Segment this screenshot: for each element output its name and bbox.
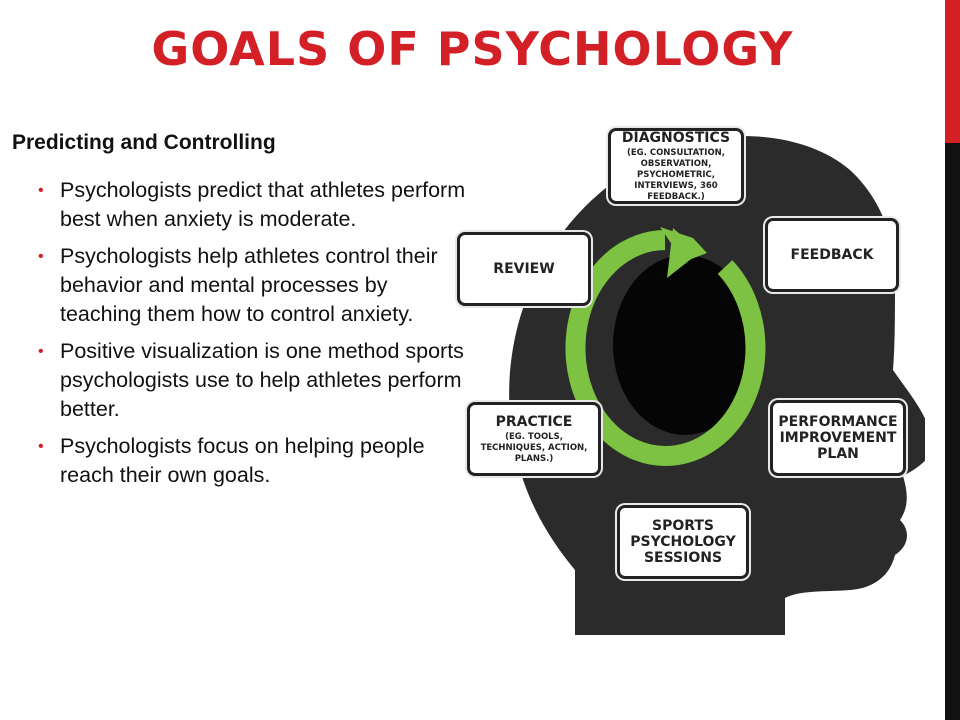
stage-subtitle: (EG. CONSULTATION, OBSERVATION, PSYCHOME… — [626, 147, 726, 202]
stage-title: FEEDBACK — [790, 247, 874, 263]
subheading: Predicting and Controlling — [12, 131, 276, 154]
bullet-text: Psychologists help athletes control thei… — [60, 244, 438, 326]
cycle-ring — [565, 230, 766, 466]
sports-psychology-cycle-diagram: DIAGNOSTICS (EG. CONSULTATION, OBSERVATI… — [455, 120, 925, 640]
stage-diagnostics: DIAGNOSTICS (EG. CONSULTATION, OBSERVATI… — [608, 128, 744, 204]
bullet-text: Positive visualization is one method spo… — [60, 339, 464, 421]
stage-performance-improvement-plan: PERFORMANCE IMPROVEMENT PLAN — [770, 400, 906, 476]
bullet-icon: • — [38, 343, 44, 360]
stage-title: REVIEW — [493, 261, 555, 277]
stage-sports-psychology-sessions: SPORTS PSYCHOLOGY SESSIONS — [617, 505, 749, 579]
stage-title: DIAGNOSTICS — [621, 129, 731, 146]
slide-title: GOALS OF PSYCHOLOGY — [151, 22, 794, 76]
inner-oval — [613, 255, 757, 435]
bullet-item: • Psychologists help athletes control th… — [38, 242, 468, 329]
cycle-arrowhead-icon — [667, 228, 700, 278]
bullet-icon: • — [38, 182, 44, 199]
stage-feedback: FEEDBACK — [765, 218, 899, 292]
stage-review: REVIEW — [457, 232, 591, 306]
edge-bar — [945, 0, 960, 720]
stage-subtitle: (EG. TOOLS, TECHNIQUES, ACTION, PLANS.) — [480, 431, 588, 464]
bullet-item: • Psychologists focus on helping people … — [38, 432, 468, 490]
bullet-text: Psychologists predict that athletes perf… — [60, 178, 466, 231]
bullet-text: Psychologists focus on helping people re… — [60, 434, 425, 487]
bullet-list: • Psychologists predict that athletes pe… — [38, 176, 468, 498]
stage-practice: PRACTICE (EG. TOOLS, TECHNIQUES, ACTION,… — [467, 402, 601, 476]
edge-bar-accent — [945, 0, 960, 143]
stage-title: SPORTS PSYCHOLOGY SESSIONS — [630, 518, 736, 566]
bullet-icon: • — [38, 248, 44, 265]
stage-title: PERFORMANCE IMPROVEMENT PLAN — [778, 414, 898, 462]
stage-title: PRACTICE — [495, 413, 573, 430]
bullet-item: • Psychologists predict that athletes pe… — [38, 176, 468, 234]
bullet-icon: • — [38, 438, 44, 455]
bullet-item: • Positive visualization is one method s… — [38, 337, 468, 424]
